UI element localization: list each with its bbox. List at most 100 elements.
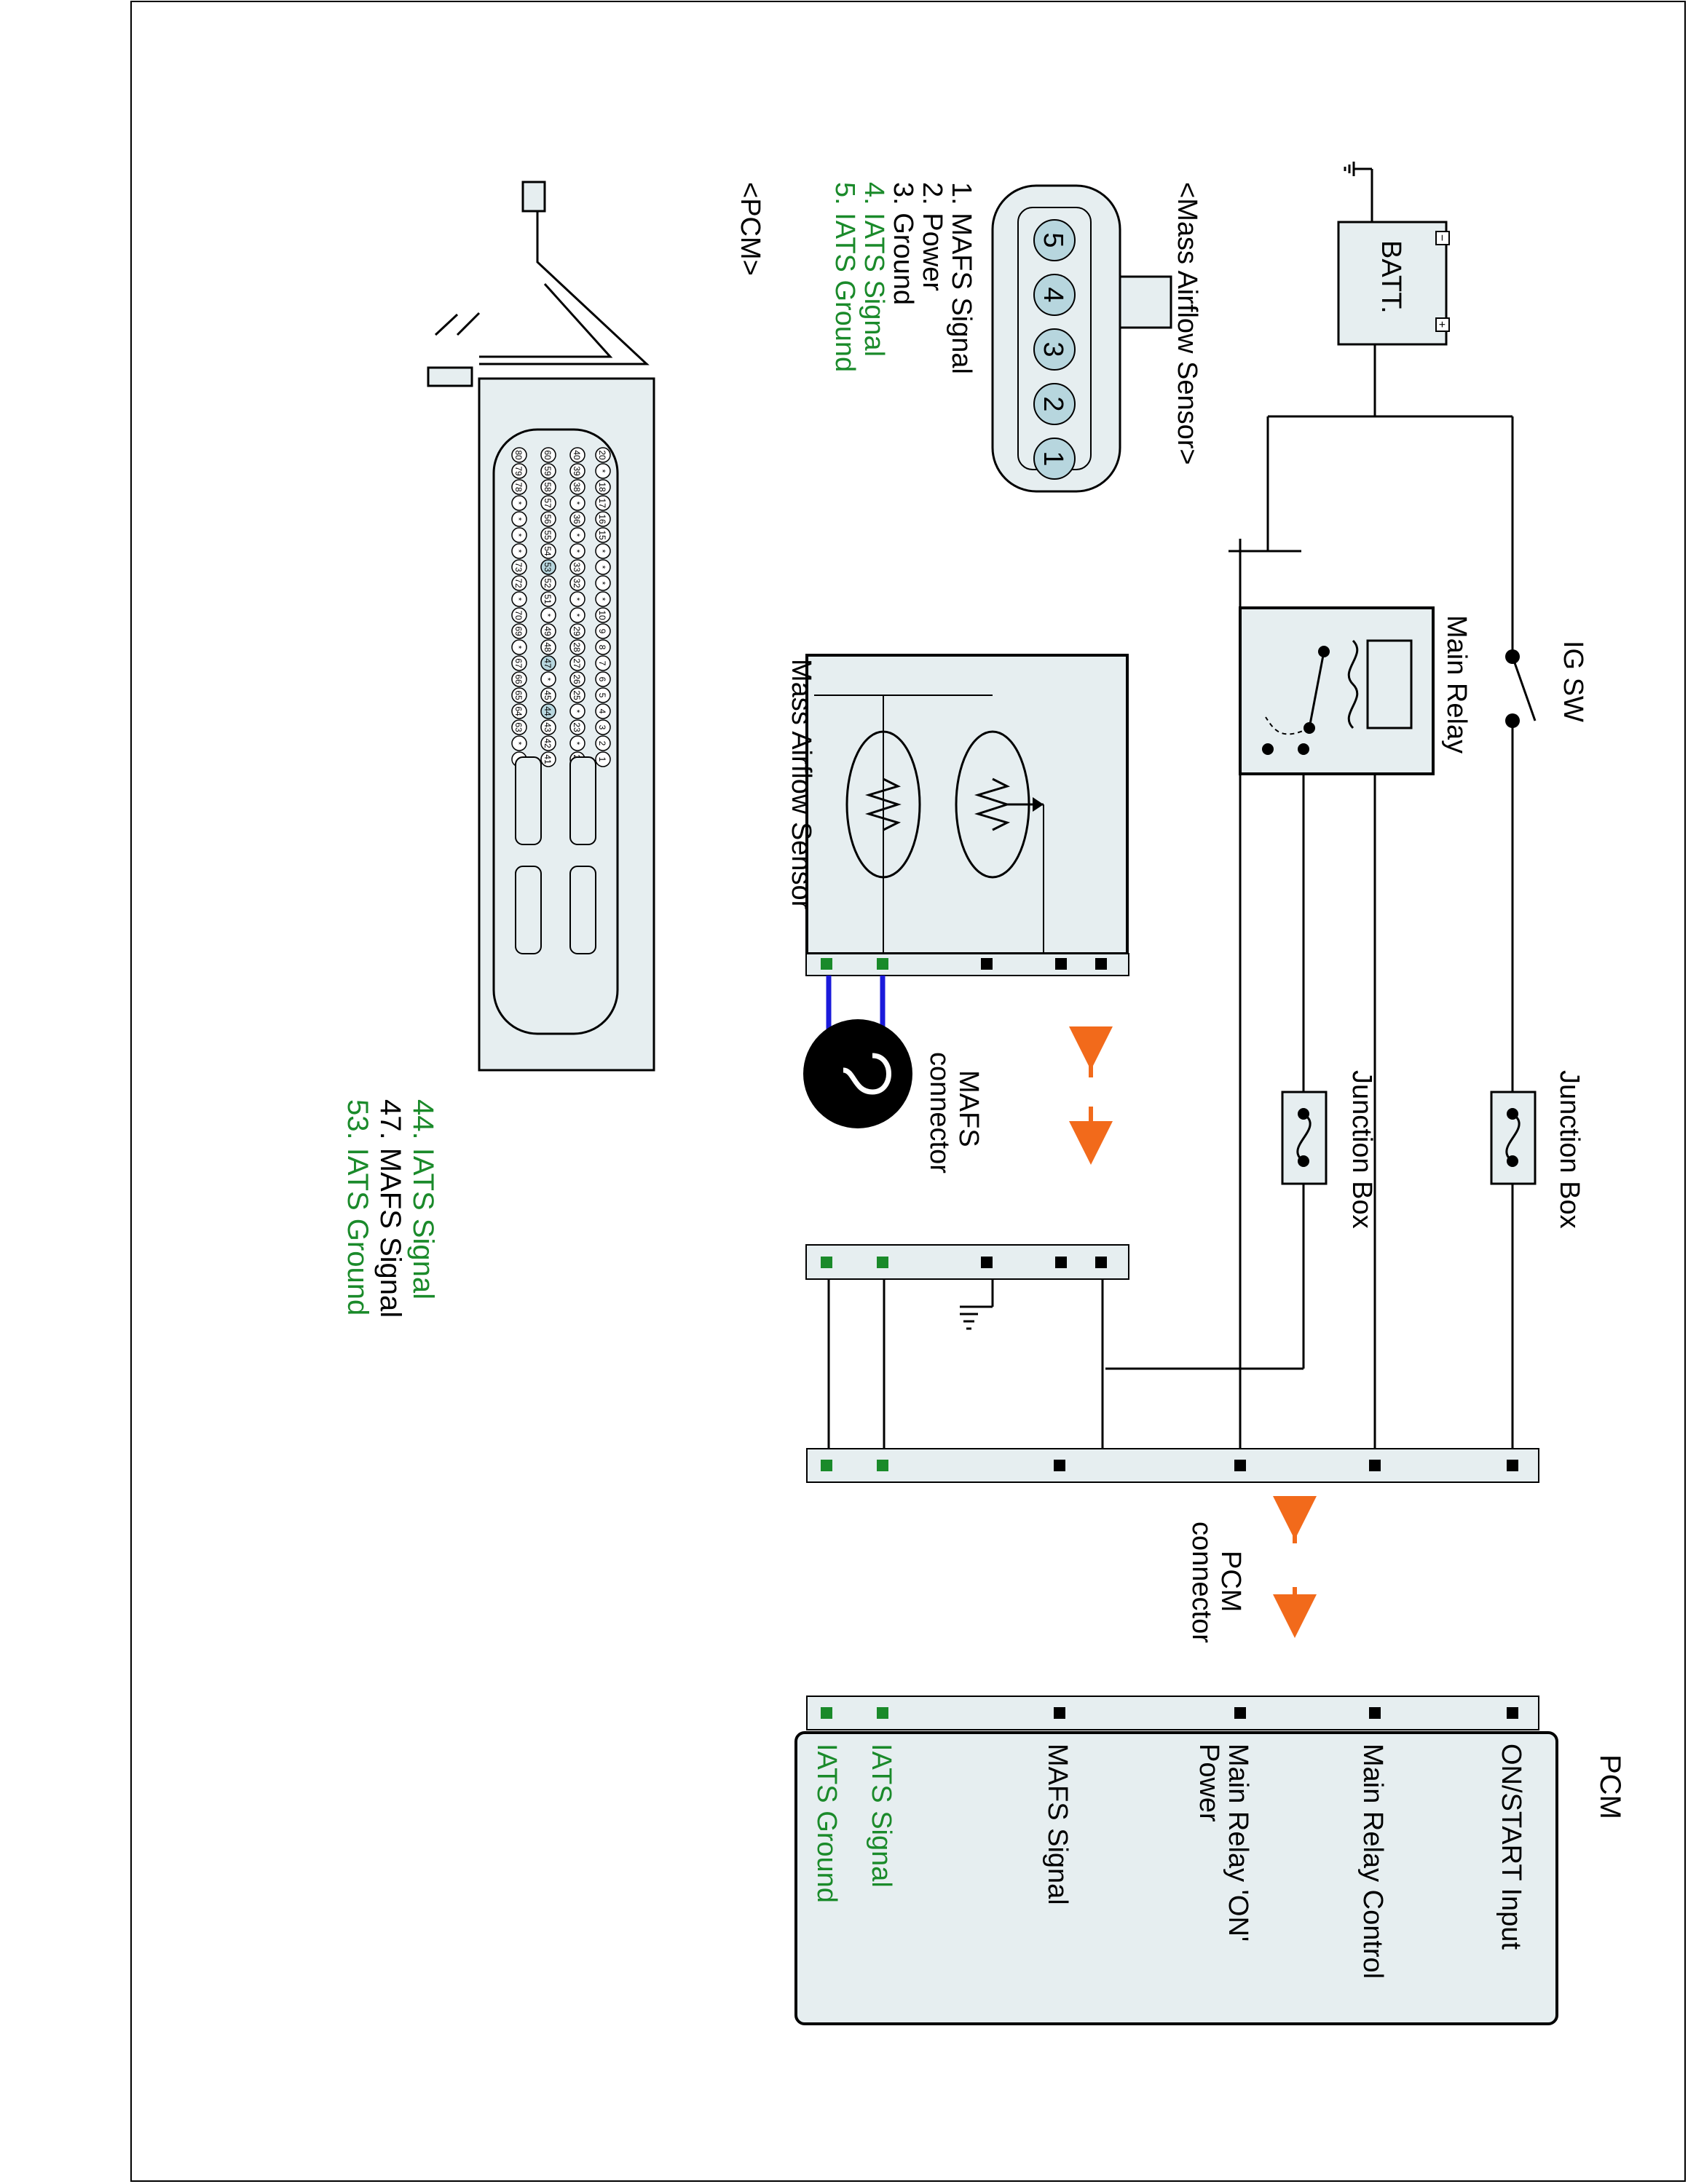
pcm-pin-label: 5 xyxy=(597,693,607,698)
pcm-pin-circle xyxy=(511,463,527,479)
pcm-pin-label: * xyxy=(572,710,582,713)
pcm-pin-label: 20 xyxy=(597,450,607,460)
pcm-pin-label: * xyxy=(597,550,607,553)
pcm-pin-circle xyxy=(569,479,585,495)
pcm-pin-main-relay-control: Main Relay Control xyxy=(1357,1744,1388,1979)
pcm-pin-circle xyxy=(595,671,611,687)
pcm-pin-circle xyxy=(540,559,556,575)
maf-pin-label: 2 xyxy=(1038,396,1068,411)
pcm-pin-circle xyxy=(511,559,527,575)
pcm-pin-label: 49 xyxy=(543,626,553,636)
pcm-pin-circle xyxy=(595,687,611,703)
pcm-pin-label: 29 xyxy=(572,626,582,636)
pcm-pin-label: * xyxy=(543,678,553,681)
pcm-pin-label: 66 xyxy=(513,674,524,684)
pcm-pin-circle xyxy=(540,639,556,655)
maf-legend-1: 1. MAFS Signal xyxy=(946,182,977,374)
pcm-pin-label: 57 xyxy=(543,498,553,508)
mafs-connector-label-2: connector xyxy=(924,1052,955,1174)
pcm-pin-circle xyxy=(511,655,527,671)
pcm-pin-circle xyxy=(569,543,585,559)
pcm-pin-circle xyxy=(569,655,585,671)
maf-legend-4: 4. IATS Signal xyxy=(859,182,889,357)
pcm-pin-label: * xyxy=(513,646,524,649)
pcm-pin-circle xyxy=(540,751,556,767)
pcm-legend-3: 53. IATS Ground xyxy=(342,1099,374,1315)
junction-box-2: Junction Box xyxy=(1281,1070,1377,1229)
pcm-pin-label: 9 xyxy=(597,629,607,634)
pcm-pin-mafs-signal: MAFS Signal xyxy=(1042,1744,1073,1905)
pcm-pin-circle xyxy=(511,511,527,527)
maf-pin-label: 3 xyxy=(1038,341,1068,357)
pcm-pin-label: 36 xyxy=(572,514,582,524)
pcm-pin-circle xyxy=(569,719,585,735)
pcm-pin-circle xyxy=(595,527,611,543)
pcm-pin-circle xyxy=(511,495,527,511)
pcm-pin-circle xyxy=(595,575,611,591)
pcm-pin-circle xyxy=(511,671,527,687)
pcm-pin-circle xyxy=(540,719,556,735)
ground-symbol xyxy=(1344,162,1355,176)
pcm-pin-iats-ground: IATS Ground xyxy=(811,1744,842,1903)
pcm-connector-view: 20*18171615****10987654321403938*36**333… xyxy=(427,181,655,1072)
ig-sw-label: IG SW xyxy=(1558,641,1588,722)
pcm-connector-label-2: connector xyxy=(1186,1522,1217,1643)
pcm-pin-circle xyxy=(511,479,527,495)
pcm-pin-label: * xyxy=(513,534,524,537)
mafs-connector-label-1: MAFS xyxy=(953,1070,984,1147)
pcm-pin-label: 32 xyxy=(572,578,582,588)
pcm-pin-label: 55 xyxy=(543,530,553,540)
maf-legend-3: 3. Ground xyxy=(888,182,918,305)
pcm-pin-label: * xyxy=(513,518,524,521)
maf-view-title: <Mass Airflow Sensor> xyxy=(1172,182,1202,465)
pcm-pin-label: * xyxy=(513,598,524,601)
pcm-pin-circle xyxy=(540,735,556,751)
pcm-pin-label: * xyxy=(597,470,607,473)
pcm-pin-label: 39 xyxy=(572,466,582,476)
pcm-view-title-text: <PCM> xyxy=(735,182,765,276)
pcm-pin-label: 40 xyxy=(572,450,582,460)
pcm-pin-circle xyxy=(511,639,527,655)
pcm-pin-circle xyxy=(595,463,611,479)
pcm-pin-circle xyxy=(595,495,611,511)
pcm-pin-label: 25 xyxy=(572,690,582,700)
pcm-pin-label: 33 xyxy=(572,562,582,572)
pcm-pin-label: 7 xyxy=(597,661,607,666)
pcm-pin-label: 79 xyxy=(513,466,524,476)
pcm-pin-circle xyxy=(595,591,611,607)
junction-box-1: Junction Box xyxy=(1490,1070,1585,1229)
pcm-pin-label: 59 xyxy=(543,466,553,476)
ig-switch: IG SW xyxy=(1505,641,1588,728)
pcm-pin-circle xyxy=(569,639,585,655)
maf-pin-circle xyxy=(1033,328,1076,371)
pcm-pin-circle xyxy=(569,559,585,575)
pcm-pin-circle xyxy=(540,527,556,543)
pcm-pin-label: 8 xyxy=(597,645,607,650)
pcm-title: PCM xyxy=(1594,1754,1626,1819)
pcm-pin-circle xyxy=(540,511,556,527)
maf-pin-circle xyxy=(1033,438,1076,480)
pcm-pin-circle xyxy=(540,495,556,511)
pcm-pin-circle xyxy=(511,543,527,559)
pcm-pin-label: 27 xyxy=(572,658,582,668)
pcm-pin-circle xyxy=(569,447,585,463)
pcm-pin-circle xyxy=(569,591,585,607)
pcm-pin-circle xyxy=(540,703,556,719)
pcm-pin-circle xyxy=(540,687,556,703)
pcm-pin-circle xyxy=(595,703,611,719)
pcm-pin-label: 73 xyxy=(513,562,524,572)
page-frame xyxy=(130,1,1686,2182)
pcm-pin-circle xyxy=(511,447,527,463)
pcm-pin-circle xyxy=(540,463,556,479)
pcm-connector-cable xyxy=(427,181,650,387)
battery-negative-sign: − xyxy=(1435,234,1448,241)
pcm-pin-label: 65 xyxy=(513,690,524,700)
pcm-pin-label: 17 xyxy=(597,498,607,508)
pcm-pin-iats-signal: IATS Signal xyxy=(866,1744,896,1888)
pcm-pin-circle xyxy=(540,671,556,687)
pcm-pin-label: 54 xyxy=(543,546,553,556)
pcm-pin-label: 51 xyxy=(543,594,553,604)
pcm-pin-circle xyxy=(595,639,611,655)
battery-positive-sign: + xyxy=(1435,321,1448,328)
